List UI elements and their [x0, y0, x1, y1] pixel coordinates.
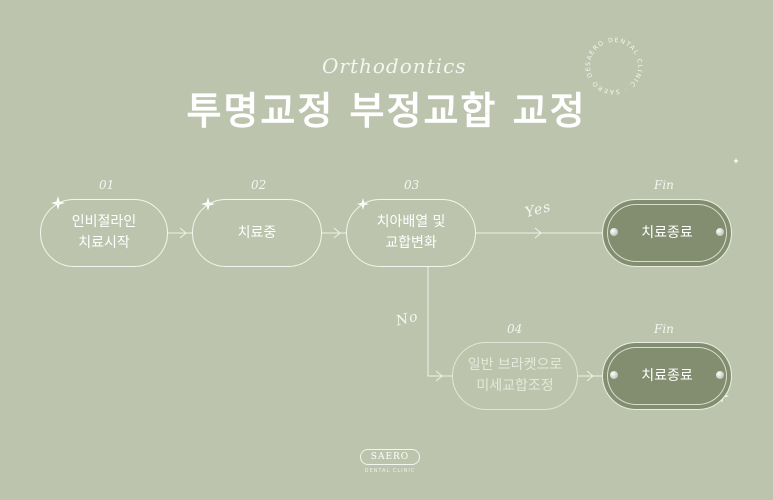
- step-number-02: 02: [251, 178, 267, 192]
- script-subtitle: Orthodontics: [322, 54, 467, 78]
- arrowhead-1-2: [179, 227, 187, 239]
- finish-node-1: 치료종료: [602, 199, 732, 267]
- arrowhead-no: [435, 370, 443, 382]
- arrowhead-2-3: [333, 227, 341, 239]
- page-title: 투명교정 부정교합 교정: [186, 89, 587, 133]
- finish-label: 치료종료: [641, 224, 693, 241]
- arrowhead-4-fin: [586, 370, 594, 382]
- sparkle-icon: [733, 158, 739, 164]
- step-label: 미세교합조정: [476, 378, 554, 394]
- step-node-02: 치료중: [192, 199, 322, 267]
- arrowhead-yes: [534, 227, 542, 239]
- fin-tag-1: Fin: [654, 178, 674, 192]
- rivet-icon: [716, 228, 724, 236]
- step-label: 치료중: [237, 224, 277, 241]
- fin-tag-2: Fin: [654, 322, 674, 336]
- step-label: 일반 브라켓으로: [467, 357, 563, 373]
- step-node-04: 일반 브라켓으로 미세교합조정: [452, 342, 578, 410]
- rivet-icon: [610, 228, 618, 236]
- rivet-icon: [716, 371, 724, 379]
- step-label: 치아배열 및: [376, 214, 446, 230]
- finish-label: 치료종료: [641, 367, 693, 384]
- step-number-03: 03: [404, 178, 420, 192]
- finish-node-2: 치료종료: [602, 342, 732, 410]
- step-node-03: 치아배열 및 교합변화: [346, 199, 476, 267]
- step-label: 치료시작: [78, 235, 130, 251]
- clinic-logo: SAERO DENTAL CLINIC: [360, 449, 420, 474]
- logo-wordmark: SAERO: [360, 449, 420, 465]
- rivet-icon: [610, 371, 618, 379]
- connector-no: [427, 266, 452, 377]
- logo-subtext: DENTAL CLINIC: [364, 468, 416, 474]
- step-number-01: 01: [99, 178, 115, 192]
- step-number-04: 04: [507, 322, 523, 336]
- step-label: 교합변화: [385, 235, 437, 251]
- step-label: 인비절라인: [71, 214, 137, 230]
- step-node-01: 인비절라인 치료시작: [40, 199, 168, 267]
